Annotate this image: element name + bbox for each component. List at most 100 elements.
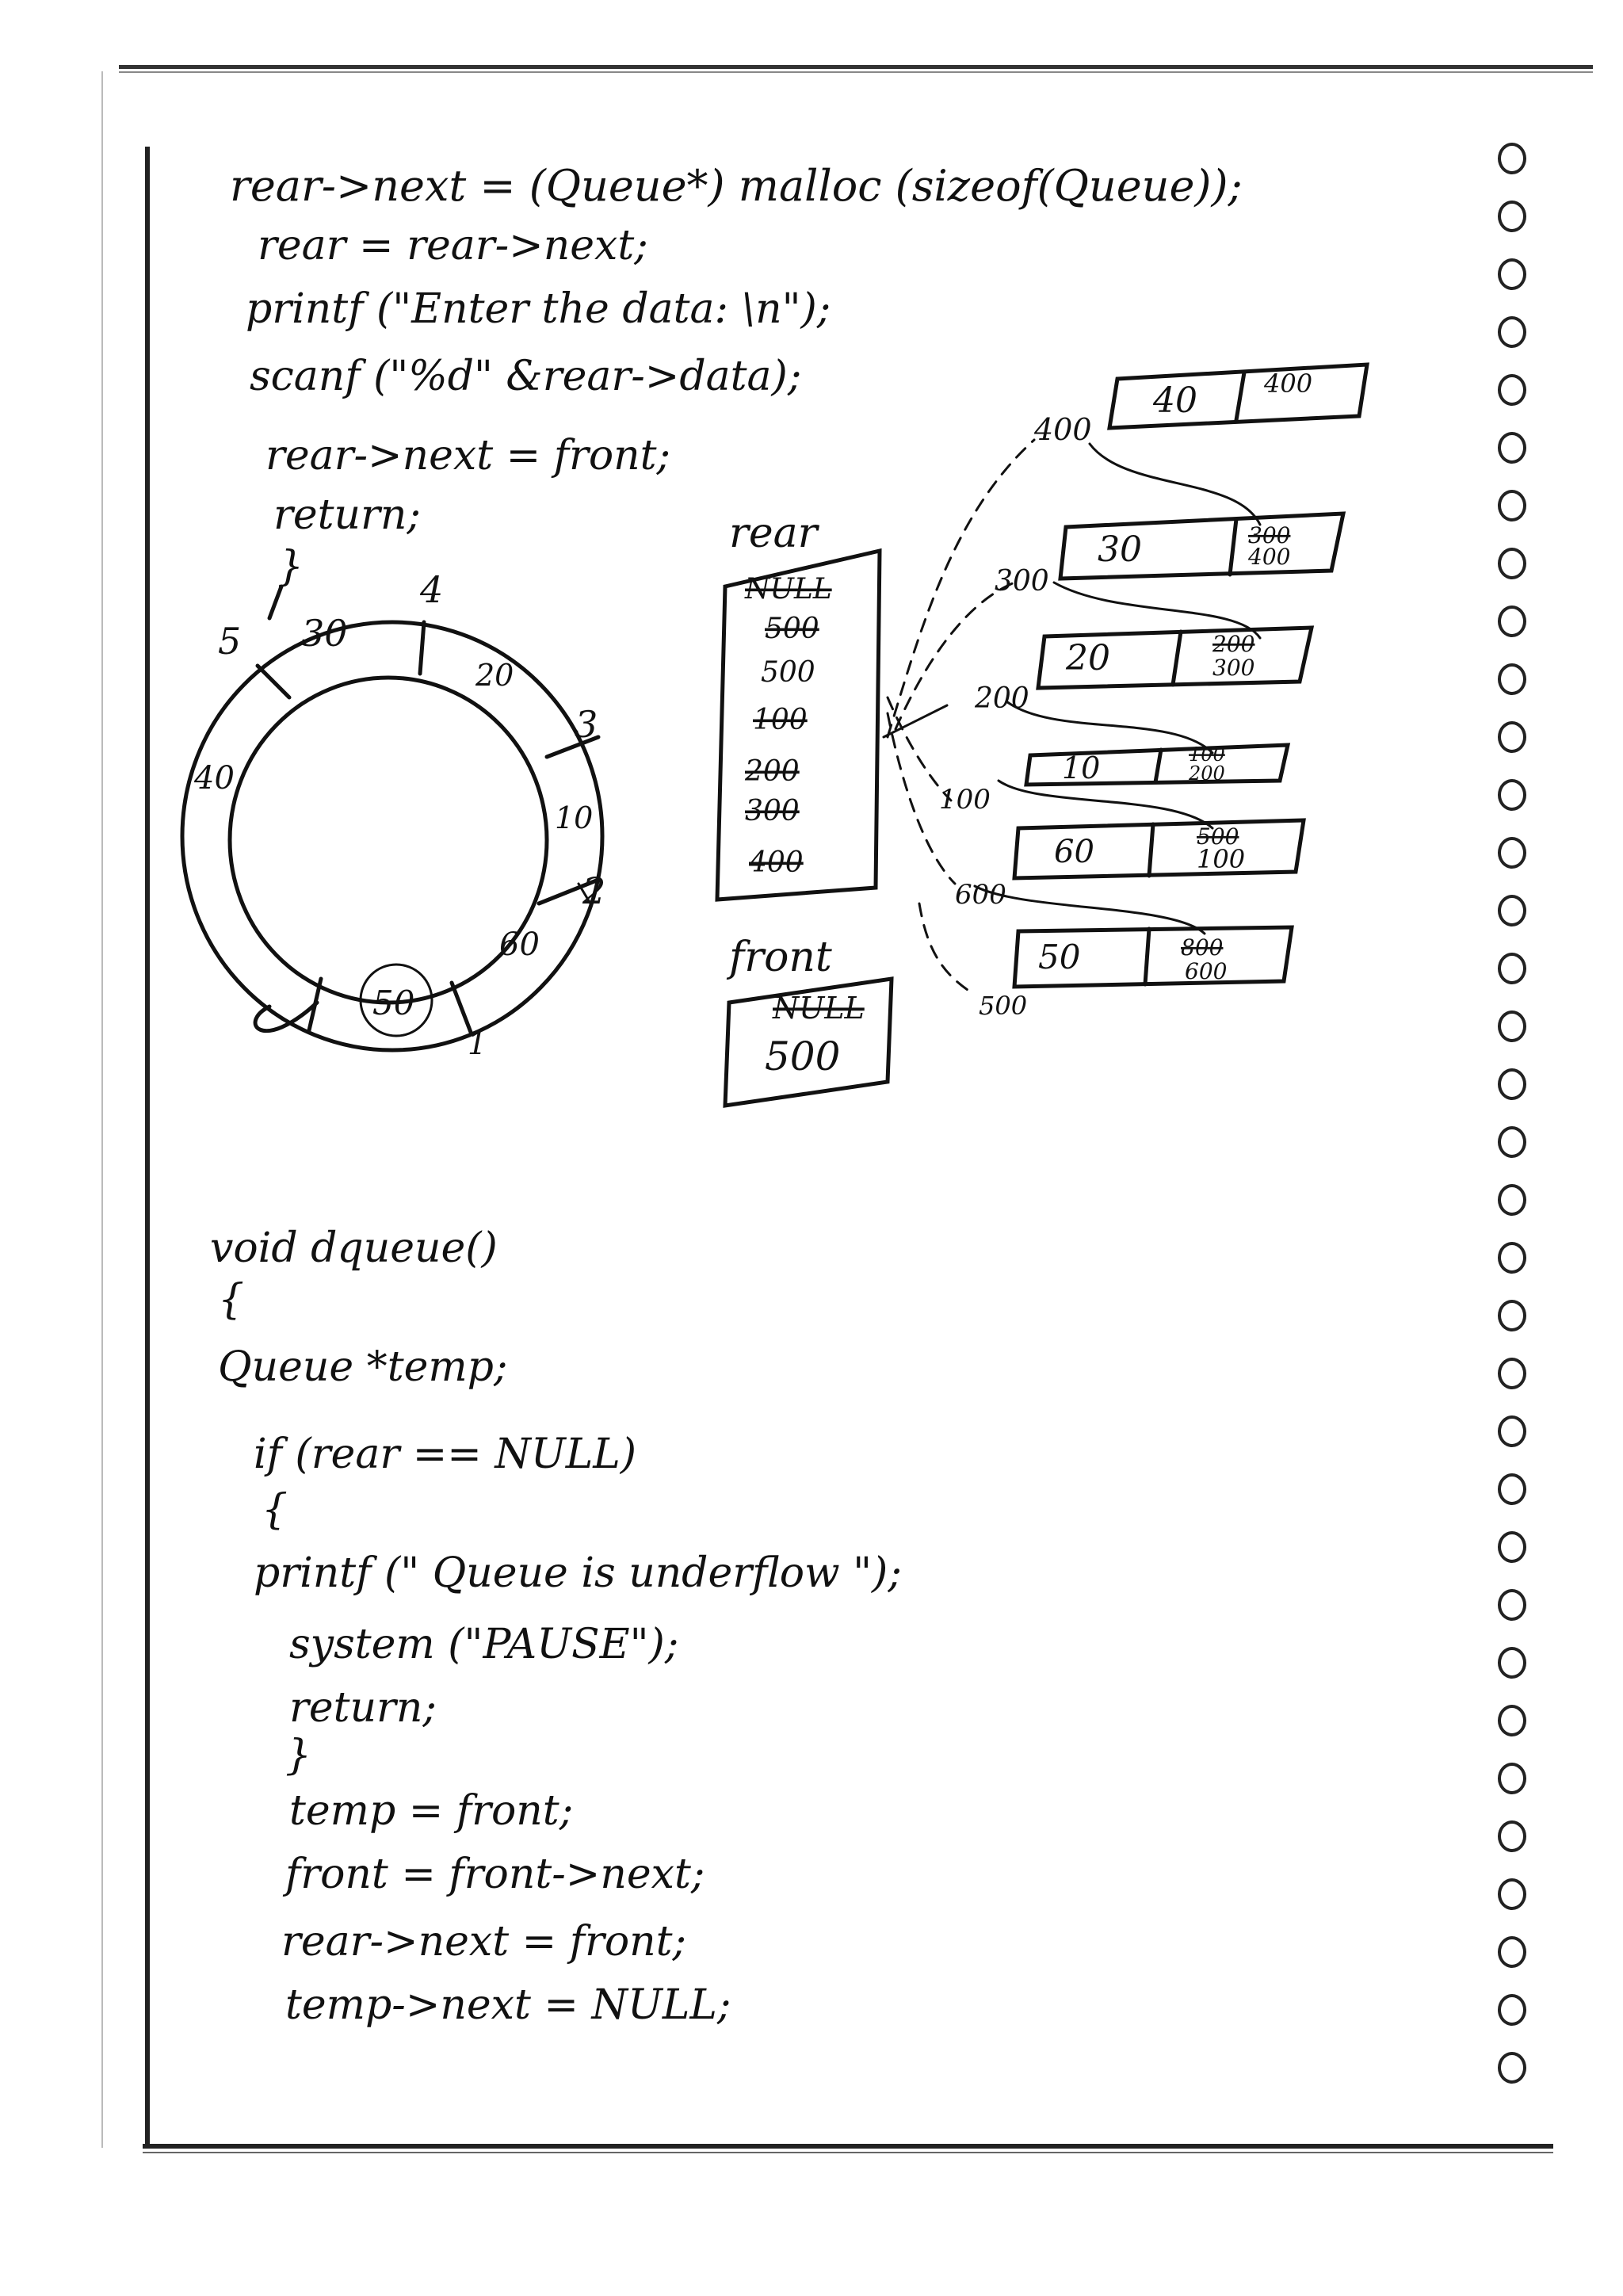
ring-arrow	[267, 584, 284, 621]
binding-hole	[1498, 1994, 1526, 2026]
node-next: 500	[1197, 823, 1239, 850]
binding-hole	[1498, 1589, 1526, 1621]
binding-hole	[1498, 1358, 1526, 1389]
binding-hole	[1498, 1415, 1526, 1447]
binding-hole	[1498, 1184, 1526, 1216]
pointer	[882, 704, 949, 739]
node-30	[1058, 511, 1346, 581]
next-link	[1052, 581, 1262, 640]
binding-hole	[1498, 2052, 1526, 2084]
ring-inner	[227, 675, 549, 1005]
binding-hole	[1498, 1531, 1526, 1563]
node-addr: 200	[974, 682, 1029, 715]
ring-outer	[180, 620, 605, 1052]
binding-hole	[1498, 1936, 1526, 1968]
binding-hole	[1498, 1878, 1526, 1910]
node-data: 50	[1038, 938, 1080, 976]
binding-hole	[1498, 1068, 1526, 1100]
rear-entry: NULL	[744, 573, 832, 606]
node-data: 40	[1152, 380, 1197, 421]
rear-entry: 100	[753, 704, 808, 736]
binding-hole	[1498, 201, 1526, 232]
page-left-edge	[101, 71, 103, 2148]
highlight-circle	[359, 963, 433, 1037]
pointer-dashed	[886, 712, 957, 885]
rear-box-outline	[715, 548, 882, 902]
node-20	[1036, 625, 1315, 690]
binding-hole	[1498, 316, 1526, 348]
code-line: printf (" Queue is underflow ");	[254, 1549, 902, 1597]
code-line: if (rear == NULL)	[254, 1431, 637, 1478]
node-next: 100	[1189, 743, 1225, 766]
binding-hole	[1498, 1242, 1526, 1274]
node-50	[1012, 925, 1294, 989]
node-next: 800	[1181, 934, 1223, 961]
code-line: {	[218, 1276, 245, 1324]
binding-hole	[1498, 779, 1526, 811]
rear-entry: 300	[745, 795, 800, 827]
code-line: rear->next = front;	[281, 1918, 687, 1966]
bottom-border-line	[143, 2144, 1553, 2149]
code-line: rear->next = front;	[265, 432, 671, 479]
ring-value: 60	[499, 926, 540, 963]
ring-position: 2	[582, 869, 605, 912]
binding-hole	[1498, 143, 1526, 174]
node-next: 200	[1212, 631, 1254, 657]
node-addr: 400	[1033, 412, 1092, 447]
binding-hole	[1498, 1705, 1526, 1736]
rear-entry: 500	[765, 613, 819, 645]
code-line: front = front->next;	[285, 1851, 705, 1898]
code-line: {	[262, 1486, 288, 1534]
ring-arrow	[253, 1000, 319, 1033]
code-line: }	[285, 1732, 312, 1779]
binding-hole	[1498, 895, 1526, 926]
rear-label: rear	[729, 510, 820, 557]
binding-hole	[1498, 258, 1526, 290]
node-next: 100	[1197, 844, 1245, 874]
next-link	[973, 884, 1206, 935]
ring-position: 4	[419, 568, 443, 611]
binding-hole	[1498, 1763, 1526, 1794]
node-addr: 600	[955, 879, 1006, 911]
ring-arrow	[577, 882, 592, 905]
ring-position: 3	[575, 703, 598, 746]
front-label: front	[726, 934, 832, 981]
binding-hole	[1498, 548, 1526, 579]
pointer-dashed	[886, 696, 953, 802]
rear-entry: 400	[748, 846, 804, 879]
code-line: rear = rear->next;	[258, 222, 648, 269]
node-10	[1024, 743, 1291, 787]
binding-hole	[1498, 490, 1526, 521]
ring-divider	[544, 735, 601, 759]
ring-value: 50	[372, 984, 414, 1022]
binding-hole	[1498, 663, 1526, 695]
bottom-border-line-thin	[143, 2152, 1553, 2153]
code-line: return;	[289, 1684, 437, 1732]
node-addr: 300	[995, 565, 1049, 598]
code-line: void dqueue()	[210, 1224, 498, 1272]
ring-value: 20	[475, 658, 514, 693]
code-line: system ("PAUSE");	[289, 1621, 679, 1668]
ring-value: 30	[301, 612, 348, 655]
binding-hole	[1498, 1010, 1526, 1042]
binding-hole	[1498, 432, 1526, 464]
code-line: }	[277, 543, 304, 590]
binding-hole	[1498, 721, 1526, 753]
node-data: 20	[1065, 638, 1110, 678]
front-box-outline	[723, 976, 894, 1108]
node-next: 400	[1247, 544, 1290, 570]
binding-hole	[1498, 1300, 1526, 1331]
spiral-binding	[1498, 143, 1561, 2164]
binding-hole	[1498, 1126, 1526, 1158]
code-line: return;	[273, 491, 421, 539]
code-line: temp = front;	[289, 1787, 574, 1835]
ring-position: 1	[468, 1026, 487, 1061]
binding-hole	[1498, 1820, 1526, 1852]
ring-divider	[449, 980, 474, 1037]
binding-hole	[1498, 606, 1526, 637]
node-next: 400	[1263, 369, 1312, 399]
ring-divider	[537, 877, 601, 906]
ring-divider	[255, 663, 292, 700]
